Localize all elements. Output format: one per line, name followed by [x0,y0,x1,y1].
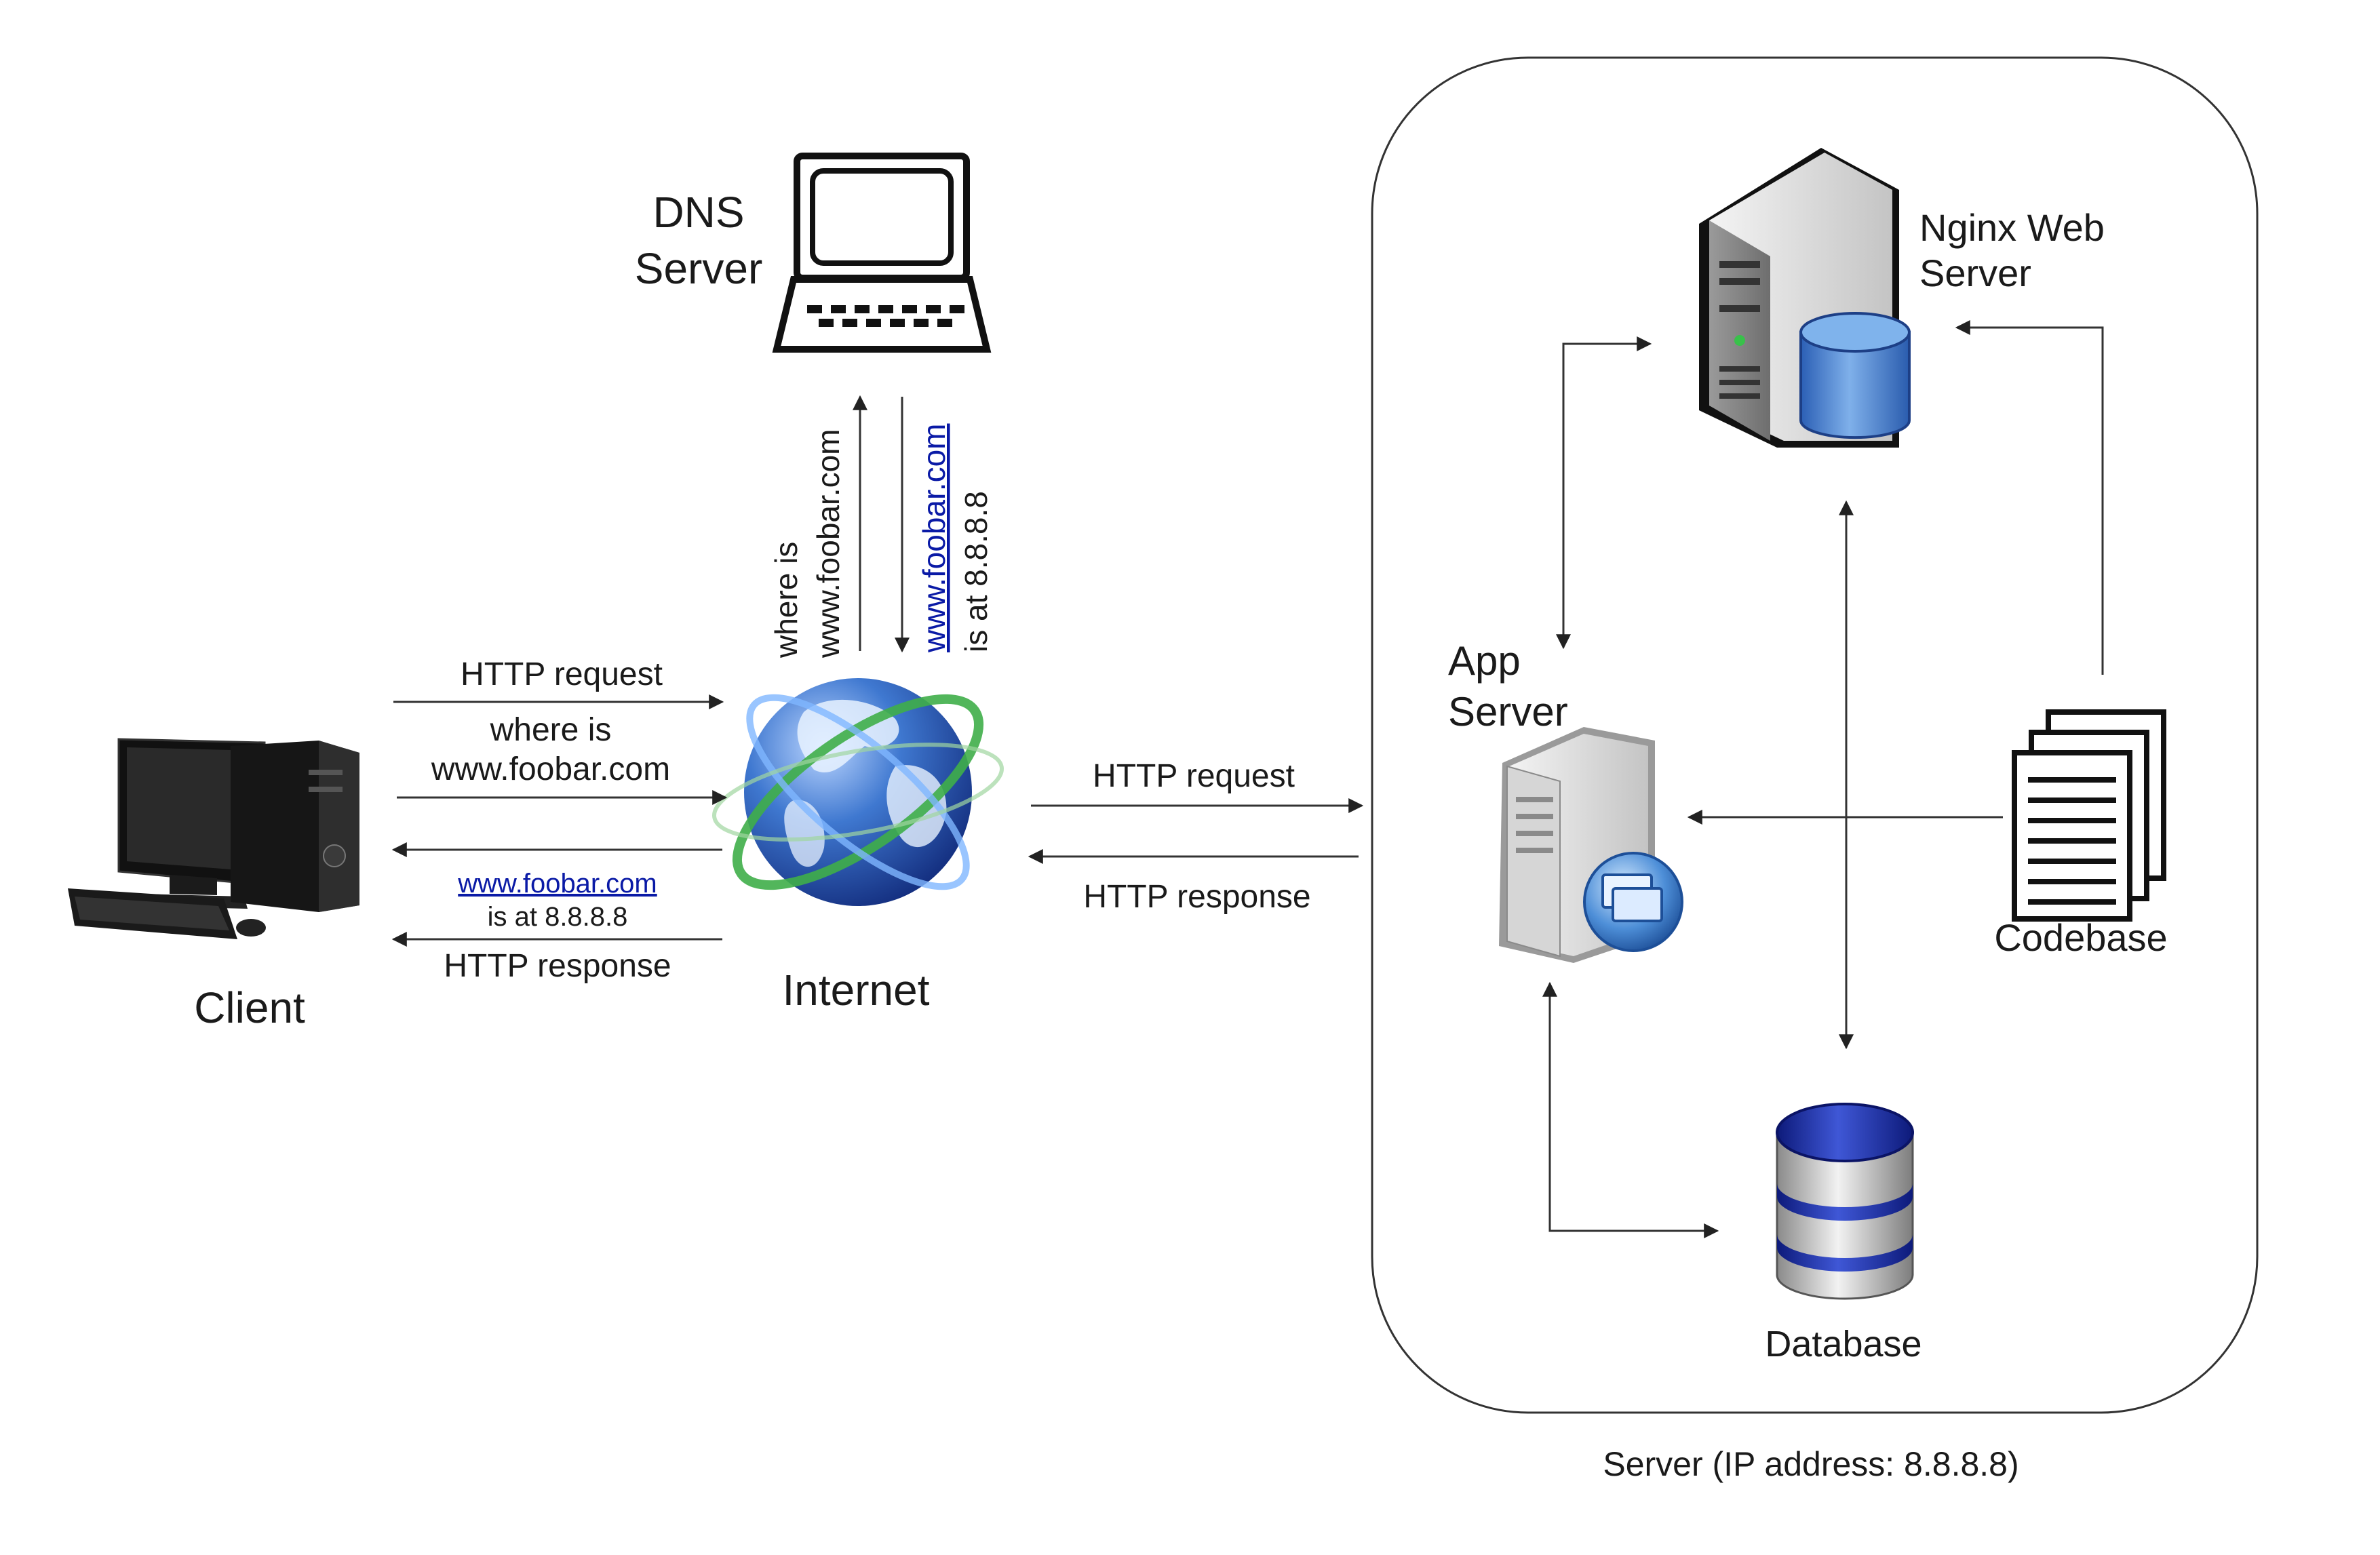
server-http-response-label: HTTP response [1083,879,1310,915]
app-label-line1: App [1448,638,1521,684]
app-nginx-connector [1556,336,1652,650]
app-database-connector [1542,981,1719,1238]
dns-answer-link[interactable]: www.foobar.com [916,424,952,653]
nginx-label-line2: Server [1919,252,2031,294]
laptop-icon [772,153,992,353]
server-box-caption: Server (IP address: 8.8.8.8) [1603,1445,2018,1483]
internet-label: Internet [782,966,929,1015]
dns-query-label-line1: where is [768,542,804,658]
codebase-nginx-connector [1955,320,2104,675]
desktop-computer-icon [68,738,359,939]
client-answer-label-line2: is at 8.8.8.8 [488,902,628,932]
client-where-label-line1: where is [490,712,612,748]
nginx-label-line1: Nginx Web [1919,206,2105,249]
database-cylinder-icon [1776,1103,1914,1300]
globe-icon [712,678,1004,906]
codebase-label: Codebase [1994,916,2167,959]
client-http-response-label: HTTP response [444,948,671,984]
database-label: Database [1765,1324,1921,1364]
client-where-label-line2: www.foobar.com [431,751,670,787]
server-boundary-box [1371,56,2259,1414]
dns-label-line2: Server [635,244,763,293]
server-http-request-label: HTTP request [1093,758,1295,794]
documents-stack-icon [2012,709,2166,922]
tower-server-with-windows-icon [1499,727,1683,963]
dns-query-label-line2: www.foobar.com [811,429,846,658]
dns-answer-label-line2: is at 8.8.8.8 [958,491,994,652]
client-answer-link[interactable]: www.foobar.com [457,869,657,899]
client-http-request-label: HTTP request [461,656,663,692]
dns-label-line1: DNS [652,188,744,237]
app-label-line2: Server [1448,689,1568,734]
client-label: Client [194,983,305,1032]
tower-server-with-database-icon [1699,148,1911,448]
